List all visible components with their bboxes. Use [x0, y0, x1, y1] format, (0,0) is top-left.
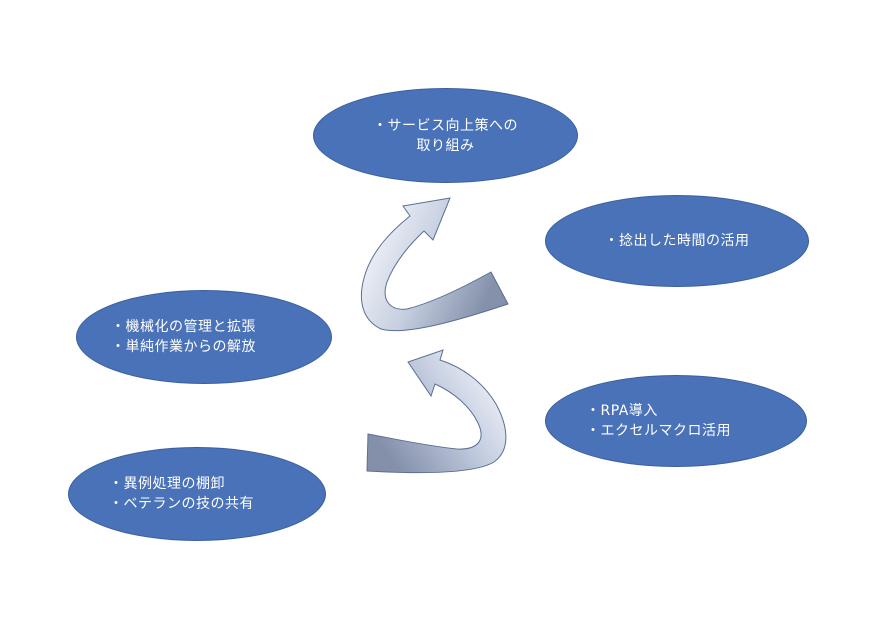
node-text-line: 取り組み — [416, 137, 475, 154]
node-text-line: ・機械化の管理と拡張 — [111, 319, 256, 335]
node-text-line: ・エクセルマクロ活用 — [586, 423, 731, 439]
node-exception-inventory: ・異例処理の棚卸 ・ベテランの技の共有 — [68, 447, 326, 541]
node-rpa-macro: ・RPA導入 ・エクセルマクロ活用 — [545, 375, 807, 467]
node-time-utilization: ・捻出した時間の活用 — [545, 195, 809, 287]
node-text-line: ・サービス向上策への — [373, 117, 518, 134]
node-mechanization: ・機械化の管理と拡張 ・単純作業からの解放 — [76, 290, 332, 384]
upper-curved-arrow — [361, 197, 509, 332]
node-text-line: ・異例処理の棚卸 — [109, 476, 225, 492]
lower-curved-arrow — [366, 349, 507, 474]
node-text-line: ・RPA導入 — [586, 403, 658, 419]
node-service-improvement: ・サービス向上策への 取り組み — [313, 88, 578, 183]
node-text-line: ・単純作業からの解放 — [111, 339, 256, 355]
node-text-line: ・ベテランの技の共有 — [109, 496, 254, 512]
node-text-line: ・捻出した時間の活用 — [604, 233, 750, 249]
